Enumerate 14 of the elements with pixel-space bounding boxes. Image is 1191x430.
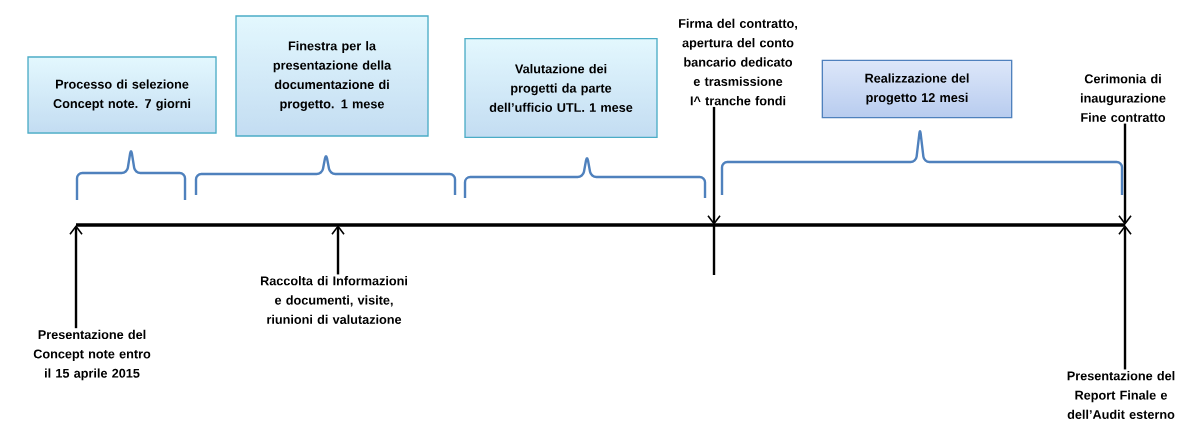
milestone-text: Cerimonia di inaugurazione Fine contratto — [1080, 74, 1166, 122]
milestone-text: Raccolta di Informazioni e documenti, visite, riunioni di valutazione — [260, 276, 407, 324]
process-box: Valutazione dei progetti da parte dell’ufficio UTL. 1 mese — [464, 38, 658, 138]
milestone-text: Presentazione del Concept note entro il 15 aprile 2015 — [33, 329, 151, 381]
arrow — [1118, 225, 1132, 370]
arrow — [707, 106, 721, 225]
milestone-text: Firma del contratto, apertura del conto bancario dedicato e trasmissione I^ tranche fondi — [679, 18, 797, 106]
process-box: Realizzazione del progetto 12 mesi — [821, 59, 1013, 119]
milestone-text: Presentazione del Report Finale e dell’Audit esterno — [1067, 371, 1175, 419]
process-box: Finestra per la presentazione della documentazione di progetto. 1 mese — [235, 15, 429, 137]
arrow — [331, 225, 345, 275]
arrow — [1118, 123, 1132, 225]
process-box: Processo di selezione Concept note. 7 giorni — [27, 56, 217, 134]
arrow — [69, 225, 83, 329]
